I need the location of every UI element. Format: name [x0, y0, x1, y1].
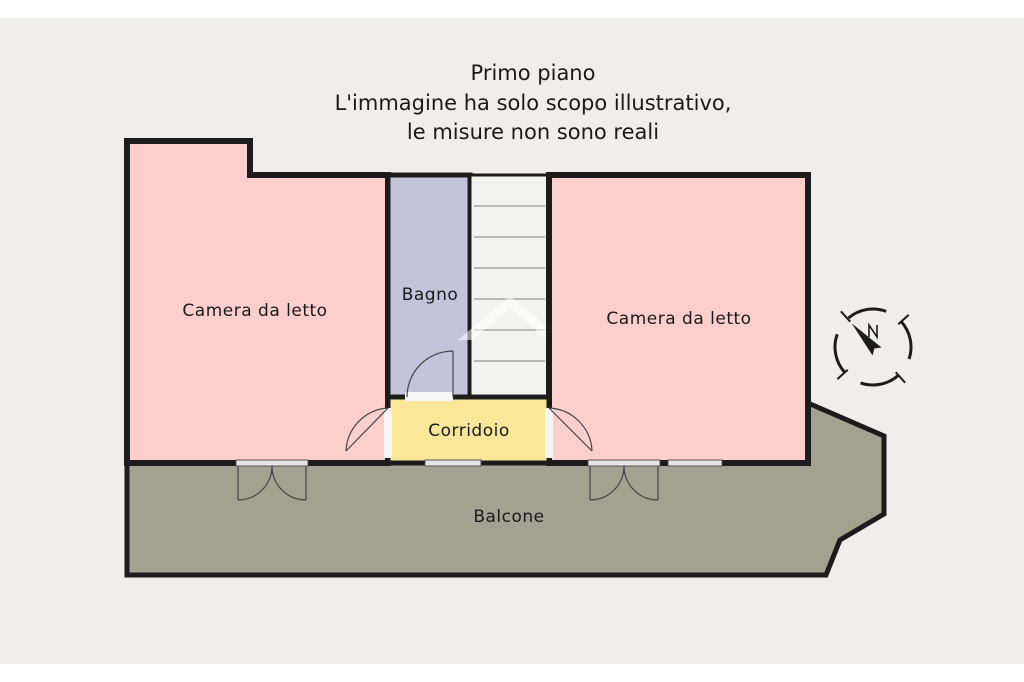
bedroom-left-label: Camera da letto	[182, 301, 327, 321]
title-line-1: Primo piano	[471, 61, 596, 85]
door-swings	[237, 350, 659, 501]
window-center	[424, 459, 482, 467]
door-gaps	[384, 392, 553, 458]
window-right-1	[587, 459, 661, 467]
bathroom-label: Bagno	[402, 285, 459, 305]
corridor-area	[385, 394, 552, 466]
watermark-icon	[458, 296, 562, 340]
window-openings	[235, 459, 723, 467]
window-right-2	[667, 459, 723, 467]
title-line-2: L'immagine ha solo scopo illustrativo,	[335, 91, 732, 115]
stairs-area	[468, 173, 551, 399]
window-left	[235, 459, 309, 467]
title-line-3: le misure non sono reali	[407, 120, 659, 144]
plan-title: Primo piano L'immagine ha solo scopo ill…	[335, 61, 732, 144]
balcony-label: Balcone	[473, 507, 544, 527]
corridor-label: Corridoio	[428, 421, 510, 441]
bedroom-right-label: Camera da letto	[606, 309, 751, 329]
compass-icon	[833, 307, 913, 387]
bedroom-right-area	[546, 172, 811, 466]
